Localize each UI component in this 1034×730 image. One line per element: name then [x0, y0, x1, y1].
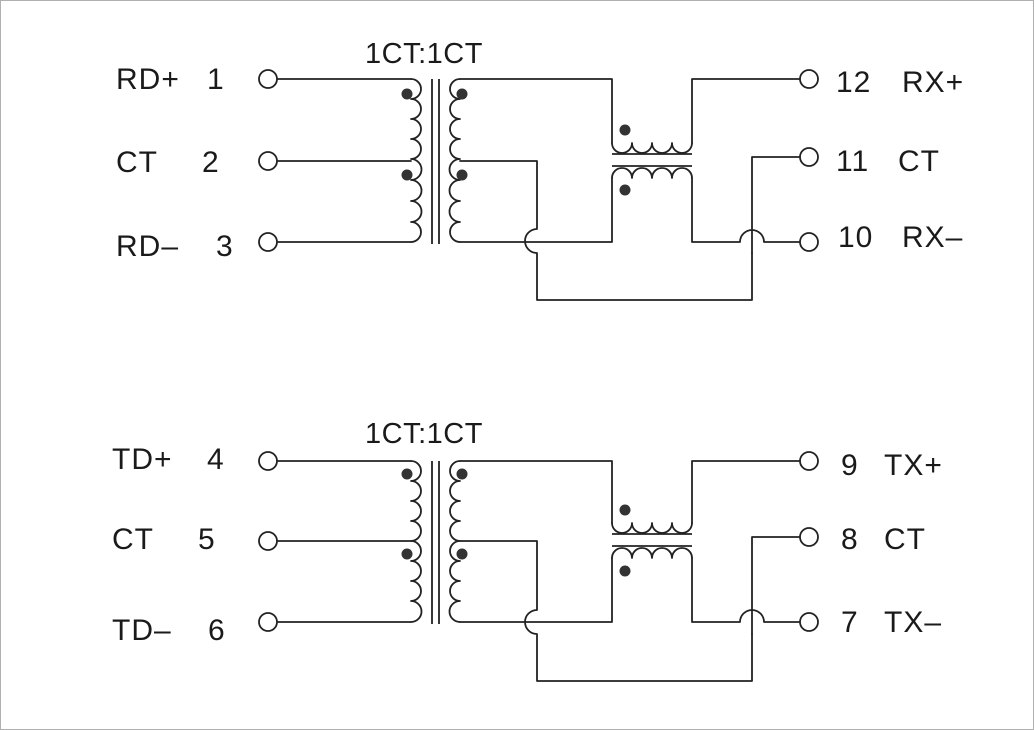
primary-winding [410, 78, 423, 243]
pin-terminal [258, 531, 278, 551]
pin-name-label: RD– [116, 230, 179, 263]
pin-number-label: 7 [841, 606, 859, 639]
pin-number-label: 3 [216, 230, 234, 263]
wire [459, 540, 753, 682]
circuit-receive: 1CT:1CT RD+ 1 CT 2 RD– 3 12 RX+ 11 CT 10… [116, 38, 964, 301]
polarity-dot [401, 88, 413, 100]
pin-terminal [258, 69, 278, 89]
pin-number-label: 10 [838, 221, 873, 254]
pin-number-label: 9 [841, 449, 859, 482]
polarity-dot [456, 468, 468, 480]
polarity-dot [456, 548, 468, 560]
wire [459, 160, 753, 301]
pin-name-label: CT [112, 523, 154, 556]
wire [691, 78, 801, 144]
pin-number-label: 6 [208, 614, 226, 647]
pin-number-label: 11 [836, 145, 869, 178]
pin-terminal [258, 612, 278, 632]
pin-name-label: RD+ [116, 63, 180, 96]
wire [459, 460, 613, 524]
pin-terminal [799, 451, 819, 471]
polarity-dot [401, 468, 413, 480]
pin-terminal [258, 232, 278, 252]
pin-name-label: CT [884, 523, 926, 556]
primary-winding [410, 460, 423, 623]
secondary-winding [448, 460, 461, 623]
wire [459, 557, 613, 623]
choke-winding-upper [611, 142, 693, 154]
pin-name-label: RX– [902, 221, 963, 254]
wire [459, 78, 613, 144]
choke-winding-lower [611, 547, 693, 559]
pin-terminal [799, 232, 819, 252]
wire [751, 156, 801, 254]
transformer-ratio-label: 1CT:1CT [365, 38, 483, 70]
pin-name-label: TX– [884, 606, 942, 639]
pin-number-label: 8 [841, 523, 859, 556]
choke-winding-lower [611, 167, 693, 179]
pin-number-label: 1 [207, 63, 225, 96]
polarity-dot [401, 169, 413, 181]
pin-name-label: TX+ [884, 449, 943, 482]
wire [691, 177, 801, 243]
pin-terminal [258, 451, 278, 471]
pin-number-label: 4 [207, 443, 225, 476]
polarity-dot [401, 548, 413, 560]
pin-number-label: 5 [198, 523, 216, 556]
pin-number-label: 12 [836, 66, 871, 99]
polarity-dot [456, 169, 468, 181]
wire [751, 536, 801, 635]
pin-terminal [799, 69, 819, 89]
wire [459, 177, 613, 243]
choke-winding-upper [611, 522, 693, 534]
pin-name-label: RX+ [902, 66, 964, 99]
pin-terminal [799, 527, 819, 547]
wire [691, 557, 801, 623]
pin-name-label: TD+ [112, 443, 173, 476]
pin-terminal [799, 612, 819, 632]
transformer-ratio-label: 1CT:1CT [365, 418, 483, 450]
pin-terminal [258, 151, 278, 171]
pin-terminal [799, 147, 819, 167]
polarity-dot [456, 88, 468, 100]
circuit-transmit: 1CT:1CT TD+ 4 CT 5 TD– 6 9 TX+ 8 CT 7 TX… [112, 418, 943, 682]
polarity-dot [619, 124, 631, 136]
secondary-winding [448, 78, 461, 243]
polarity-dot [619, 504, 631, 516]
pin-name-label: CT [898, 145, 940, 178]
pin-name-label: CT [116, 146, 158, 179]
pin-name-label: TD– [112, 614, 172, 647]
polarity-dot [619, 184, 631, 196]
wire [691, 460, 801, 524]
polarity-dot [619, 565, 631, 577]
pin-number-label: 2 [202, 146, 220, 179]
